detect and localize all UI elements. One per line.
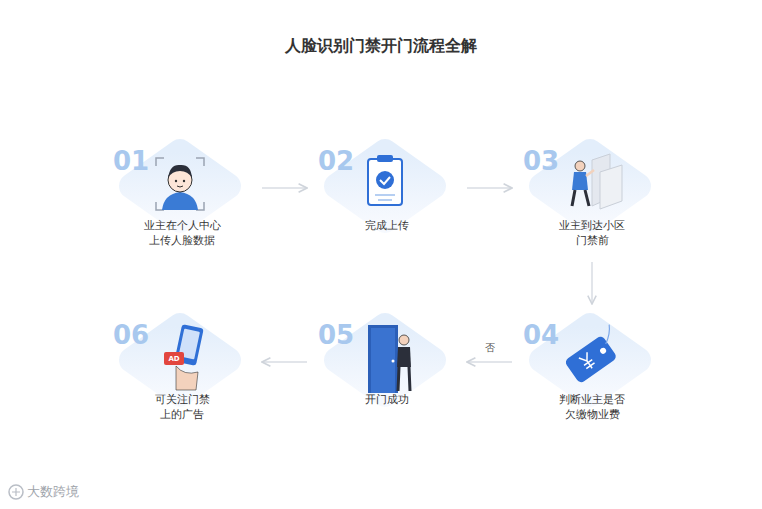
process-step: 06 可关注门禁 上的广告 [110,312,254,428]
step-number: 02 [315,146,459,176]
fee-tag-icon [562,325,628,384]
gate-person-icon [572,154,622,209]
diagram-title: 人脸识别门禁开门流程全解 [0,36,762,57]
edge-label: 否 [483,342,497,354]
watermark: 大数跨境 [27,484,79,500]
step-caption: 开门成功 [337,392,437,407]
flow-arrow [262,361,307,363]
face-icon [156,158,204,210]
flow-arrow [262,187,307,189]
step-caption: 完成上传 [337,218,437,233]
door-icon [368,325,411,393]
clipboard-icon [368,155,402,205]
step-caption: 业主到达小区 门禁前 [542,218,642,248]
step-caption: 业主在个人中心 上传人脸数据 [132,218,232,248]
step-number: 01 [110,146,254,176]
ad-badge-text: AD [168,355,179,363]
step-number: 05 [315,320,459,350]
watermark-logo [9,485,23,499]
phone-ad-icon [164,324,204,390]
step-caption: 可关注门禁 上的广告 [132,392,232,422]
step-number: 03 [520,146,664,176]
flow-arrow [467,187,512,189]
step-caption: 判断业主是否 欠缴物业费 [542,392,642,422]
flow-arrow [591,262,593,304]
step-number: 06 [110,320,254,350]
step-number: 04 [520,320,664,350]
flow-arrow [467,361,512,363]
